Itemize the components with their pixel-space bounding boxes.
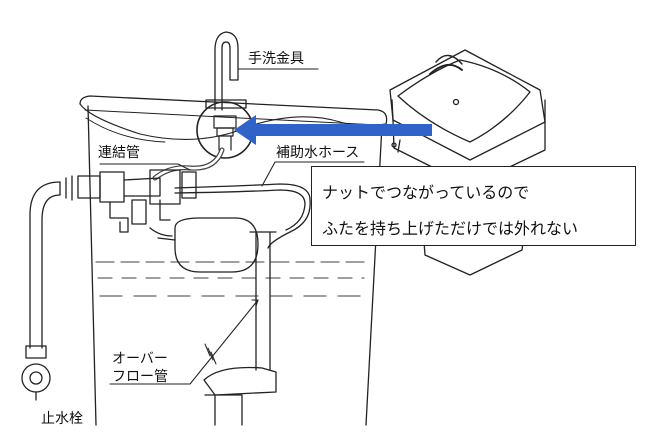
tank-rim-inner: [84, 109, 379, 126]
label-connector-pipe: 連結管: [98, 145, 140, 161]
faucet: [205, 31, 247, 111]
label-aux-hose: 補助水ホース: [276, 145, 360, 161]
label-faucet: 手洗金具: [248, 51, 304, 67]
label-overflow-line1: オーバー: [112, 351, 168, 367]
overflow-pipe: [203, 231, 277, 426]
callout-line-1: ナットでつながっているので: [322, 183, 530, 202]
valve-assembly: [59, 169, 197, 237]
pointer-arrow: [234, 115, 432, 145]
leader-aux-hose: [261, 161, 365, 187]
leader-connector: [99, 163, 191, 171]
callout-line-2: ふたを持ち上げただけでは外れない: [322, 219, 579, 238]
label-stop-valve: 止水栓: [41, 411, 83, 427]
nut: [213, 115, 237, 151]
label-overflow-line2: フロー管: [112, 369, 168, 385]
stop-valve: [21, 363, 51, 401]
aux-hose: [174, 183, 311, 249]
tank-rim: [79, 95, 388, 135]
chain: [204, 343, 217, 365]
float: [157, 217, 259, 273]
leader-overflow: [109, 299, 259, 385]
callout-box: ナットでつながっているので ふたを持ち上げただけでは外れない: [311, 166, 636, 246]
supply-pipe: [25, 181, 61, 359]
water-level: [95, 261, 366, 297]
